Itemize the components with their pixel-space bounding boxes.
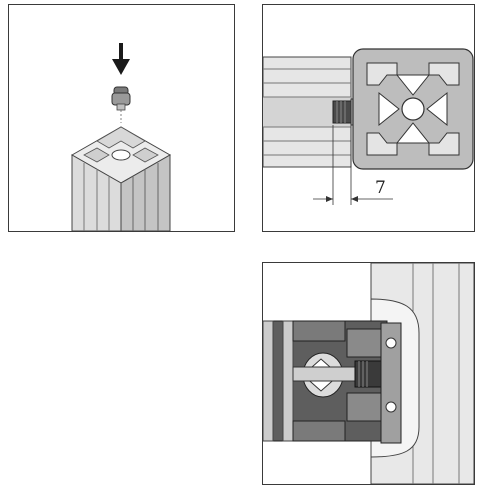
panel-2-insertion-depth: 7: [262, 4, 475, 232]
connector-assembly: [346, 322, 402, 444]
panel-1-illustration: [70, 43, 172, 231]
panel-3-illustration: [263, 263, 474, 484]
panel-3-connection-detail: [262, 262, 475, 485]
panel-2-illustration: 7: [263, 48, 474, 205]
dimension-label: 7: [375, 178, 386, 198]
dimension-marker: 7: [313, 125, 393, 205]
arrow-down-icon: [112, 43, 130, 75]
panel-1-insert-cap: [8, 4, 235, 232]
aluminium-profile: [70, 126, 172, 231]
profile-cross-section: [352, 48, 474, 170]
end-cap-plug: [111, 86, 131, 123]
